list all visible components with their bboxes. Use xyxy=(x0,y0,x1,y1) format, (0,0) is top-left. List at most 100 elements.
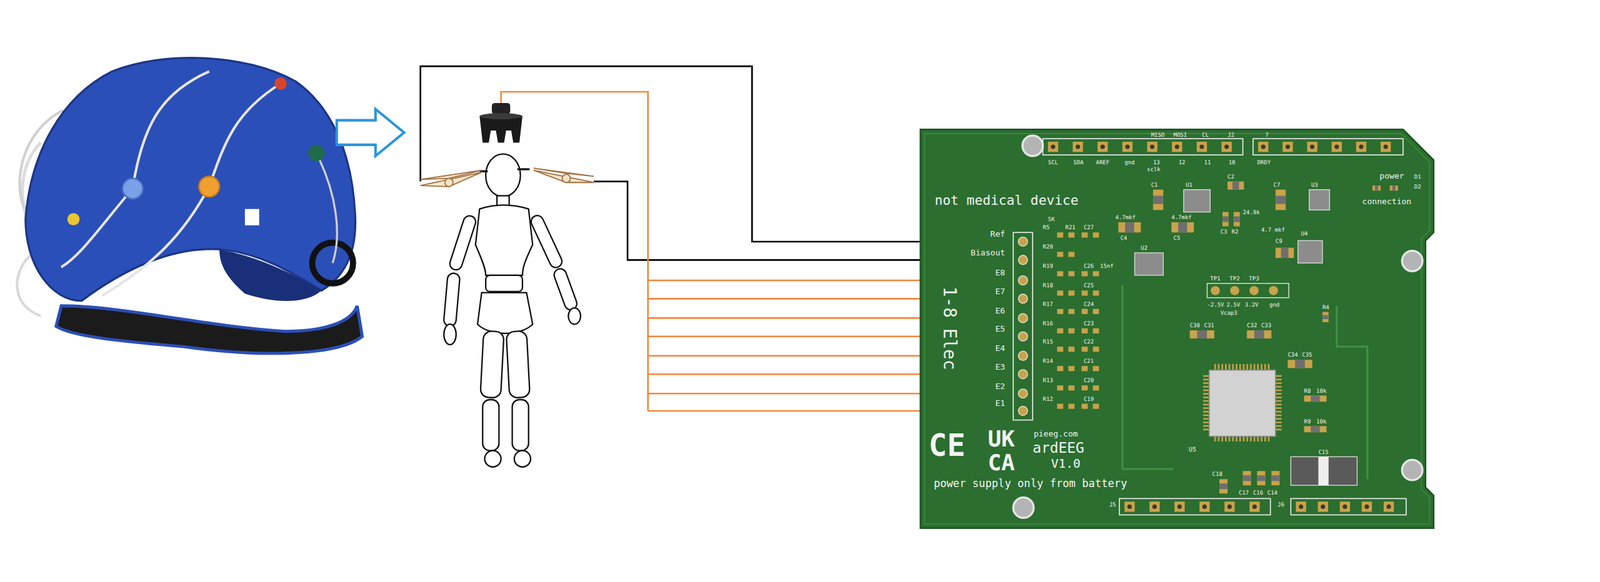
component-label: C9 xyxy=(1275,237,1283,244)
pin-label: E4 xyxy=(995,343,1005,354)
eeg-cap-photo xyxy=(316,153,337,264)
pcb-components xyxy=(1199,501,1210,512)
component-label: 13 xyxy=(1153,159,1160,166)
pcb-components xyxy=(1081,404,1089,410)
component-label: C16 xyxy=(1253,490,1264,497)
pcb-components xyxy=(1383,501,1394,512)
pcb-components xyxy=(1125,222,1134,233)
pcb-components xyxy=(1068,290,1075,296)
component-label: U1 xyxy=(1185,181,1193,189)
pcb-components xyxy=(1178,222,1187,233)
pcb-components xyxy=(1295,501,1306,512)
pcb-components xyxy=(1282,141,1293,152)
mannequin xyxy=(568,308,581,325)
component-label: MISO xyxy=(1151,131,1165,139)
component-label: C24 xyxy=(1083,301,1094,308)
pcb-components xyxy=(1018,351,1028,361)
mannequin xyxy=(529,213,565,270)
component-label: U3 xyxy=(1311,181,1319,189)
pcb-components xyxy=(1068,385,1075,391)
component-label: 24.9k xyxy=(1243,209,1260,216)
eeg-cap-photo xyxy=(198,176,220,197)
pcb-components xyxy=(1081,271,1089,277)
component-label: C14 xyxy=(1267,490,1278,497)
pcb-components xyxy=(1268,286,1279,296)
pcb-components xyxy=(1232,181,1239,190)
pcb-components xyxy=(1358,145,1364,150)
pcb-components xyxy=(1068,232,1075,238)
component-label: 10k xyxy=(1316,387,1327,394)
pcb-components xyxy=(1253,138,1404,155)
pcb-components xyxy=(1199,145,1204,150)
mannequin xyxy=(482,400,499,452)
eeg-cap-photo xyxy=(67,213,80,226)
pcb-components xyxy=(1227,505,1232,510)
pcb-components xyxy=(1056,385,1064,391)
pcb-components xyxy=(1298,505,1304,510)
component-label: R18 xyxy=(1043,282,1054,289)
component-label: AREF xyxy=(1095,159,1110,166)
pcb-components xyxy=(1146,141,1157,152)
component-label: TP2 xyxy=(1229,275,1240,282)
pcb-components xyxy=(1068,404,1075,410)
pcb-components xyxy=(1285,145,1290,150)
pcb-components xyxy=(1322,315,1329,320)
pin-label: E1 xyxy=(995,398,1005,409)
cup-electrode xyxy=(491,103,510,115)
pin-label: E8 xyxy=(995,268,1005,278)
eeg-cap-photo xyxy=(61,188,133,268)
component-label: J2 xyxy=(1227,131,1235,139)
flow-arrow xyxy=(336,109,405,157)
pcb-components xyxy=(1224,501,1235,512)
component-label: 2.5V xyxy=(1226,301,1240,309)
pcb-components xyxy=(1149,501,1160,512)
pcb-components xyxy=(1048,141,1059,152)
pcb-components xyxy=(1150,145,1155,150)
component-label: SCL xyxy=(1048,159,1059,166)
component-label: C4 xyxy=(1120,235,1128,242)
pcb-components xyxy=(1125,145,1130,150)
pcb-components xyxy=(1127,505,1132,510)
pcb-components xyxy=(1271,475,1280,482)
component-label: R17 xyxy=(1043,301,1054,308)
pcb-components xyxy=(1183,190,1210,213)
pcb-components xyxy=(1206,283,1289,299)
component-label: J5 xyxy=(1109,501,1117,509)
component-label: J6 xyxy=(1277,501,1285,509)
component-label: C2 xyxy=(1227,173,1235,180)
pcb-components xyxy=(1298,240,1323,264)
pcb-components xyxy=(1018,313,1028,324)
pcb-components xyxy=(1401,460,1423,481)
component-label: U5 xyxy=(1188,446,1197,454)
pcb-components xyxy=(1135,253,1164,276)
pcb-components xyxy=(1056,366,1064,372)
ear-clip xyxy=(420,172,482,187)
pin-label: E7 xyxy=(995,286,1005,297)
component-label: 12 xyxy=(1178,159,1186,166)
component-label: C15 xyxy=(1318,448,1329,455)
pcb-components xyxy=(1093,404,1100,410)
pcb-components xyxy=(1334,145,1339,150)
pcb-components xyxy=(1210,286,1220,296)
component-label: Vcap3 xyxy=(1220,310,1238,317)
pcb-components xyxy=(1013,232,1033,420)
pcb-components xyxy=(1122,141,1133,152)
component-label: C19 xyxy=(1083,395,1094,402)
component-label: sclk xyxy=(1146,166,1161,173)
component-label: R19 xyxy=(1043,263,1054,270)
pcb-components xyxy=(1013,135,1423,519)
component-label: C26 xyxy=(1083,263,1094,270)
component-label: C17 xyxy=(1238,490,1249,497)
pcb-components xyxy=(1306,141,1317,152)
pcb-components xyxy=(1219,479,1228,494)
pcb-components xyxy=(1056,232,1064,238)
pcb-components xyxy=(1056,290,1064,296)
marking-label: CE xyxy=(928,428,966,464)
pcb-components xyxy=(1322,312,1329,323)
pcb-components xyxy=(1118,222,1141,233)
pcb-board xyxy=(920,129,1434,529)
pcb-components xyxy=(1271,471,1280,486)
pcb-components xyxy=(1018,406,1028,417)
component-label: MOSI xyxy=(1173,131,1188,139)
eeg-cap-photo xyxy=(132,71,209,189)
